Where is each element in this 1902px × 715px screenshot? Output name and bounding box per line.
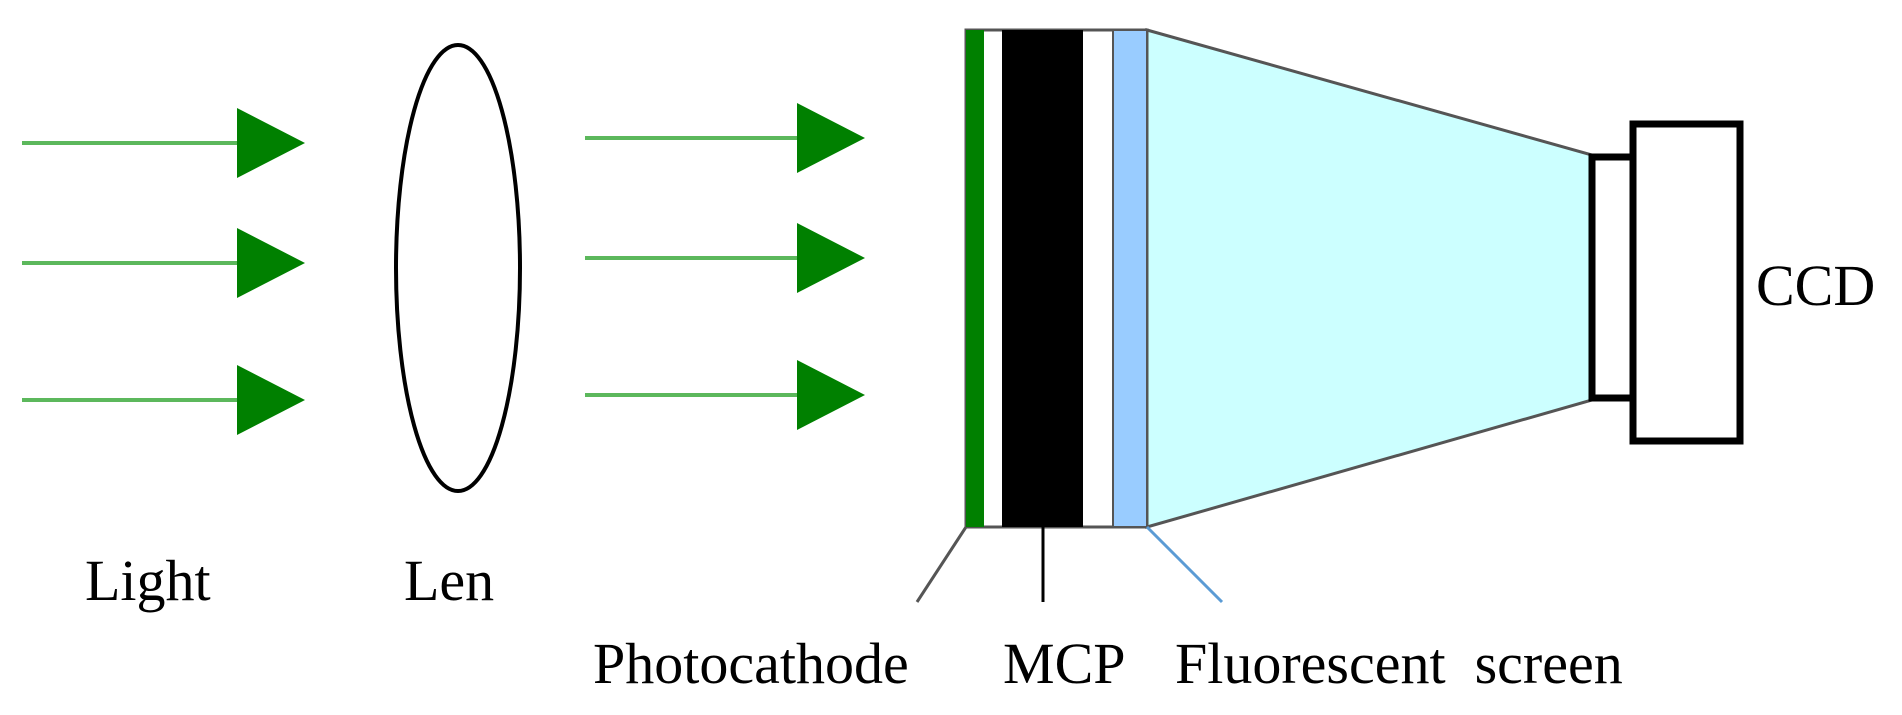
screen-leader	[1145, 525, 1224, 604]
light-label: Light	[85, 548, 211, 613]
image-intensifier-tube	[964, 28, 1594, 529]
right-arrow-icon	[22, 108, 305, 178]
right-arrow-icon	[22, 228, 305, 298]
photocathode-label: Photocathode	[593, 631, 909, 696]
ccd-label: CCD	[1756, 253, 1875, 318]
right-arrow-icon	[585, 103, 865, 173]
fluorescent-screen-layer	[1112, 29, 1148, 528]
fiber-taper	[1145, 28, 1594, 529]
right-arrow-icon	[22, 365, 305, 435]
lens-ellipse-icon	[394, 43, 522, 493]
lens-label: Len	[404, 548, 494, 613]
right-arrow-icon	[585, 223, 865, 293]
mcp-layer	[1002, 30, 1083, 527]
incoming-light-arrows	[22, 108, 305, 435]
photocathode-leader	[915, 526, 968, 603]
mcp-label: MCP	[1003, 631, 1126, 696]
fluorescent-screen-label: Fluorescent screen	[1175, 631, 1623, 696]
photocathode-layer	[966, 30, 984, 527]
right-arrow-icon	[585, 360, 865, 430]
focused-light-arrows	[585, 103, 865, 430]
ccd-camera-icon	[1588, 120, 1744, 445]
